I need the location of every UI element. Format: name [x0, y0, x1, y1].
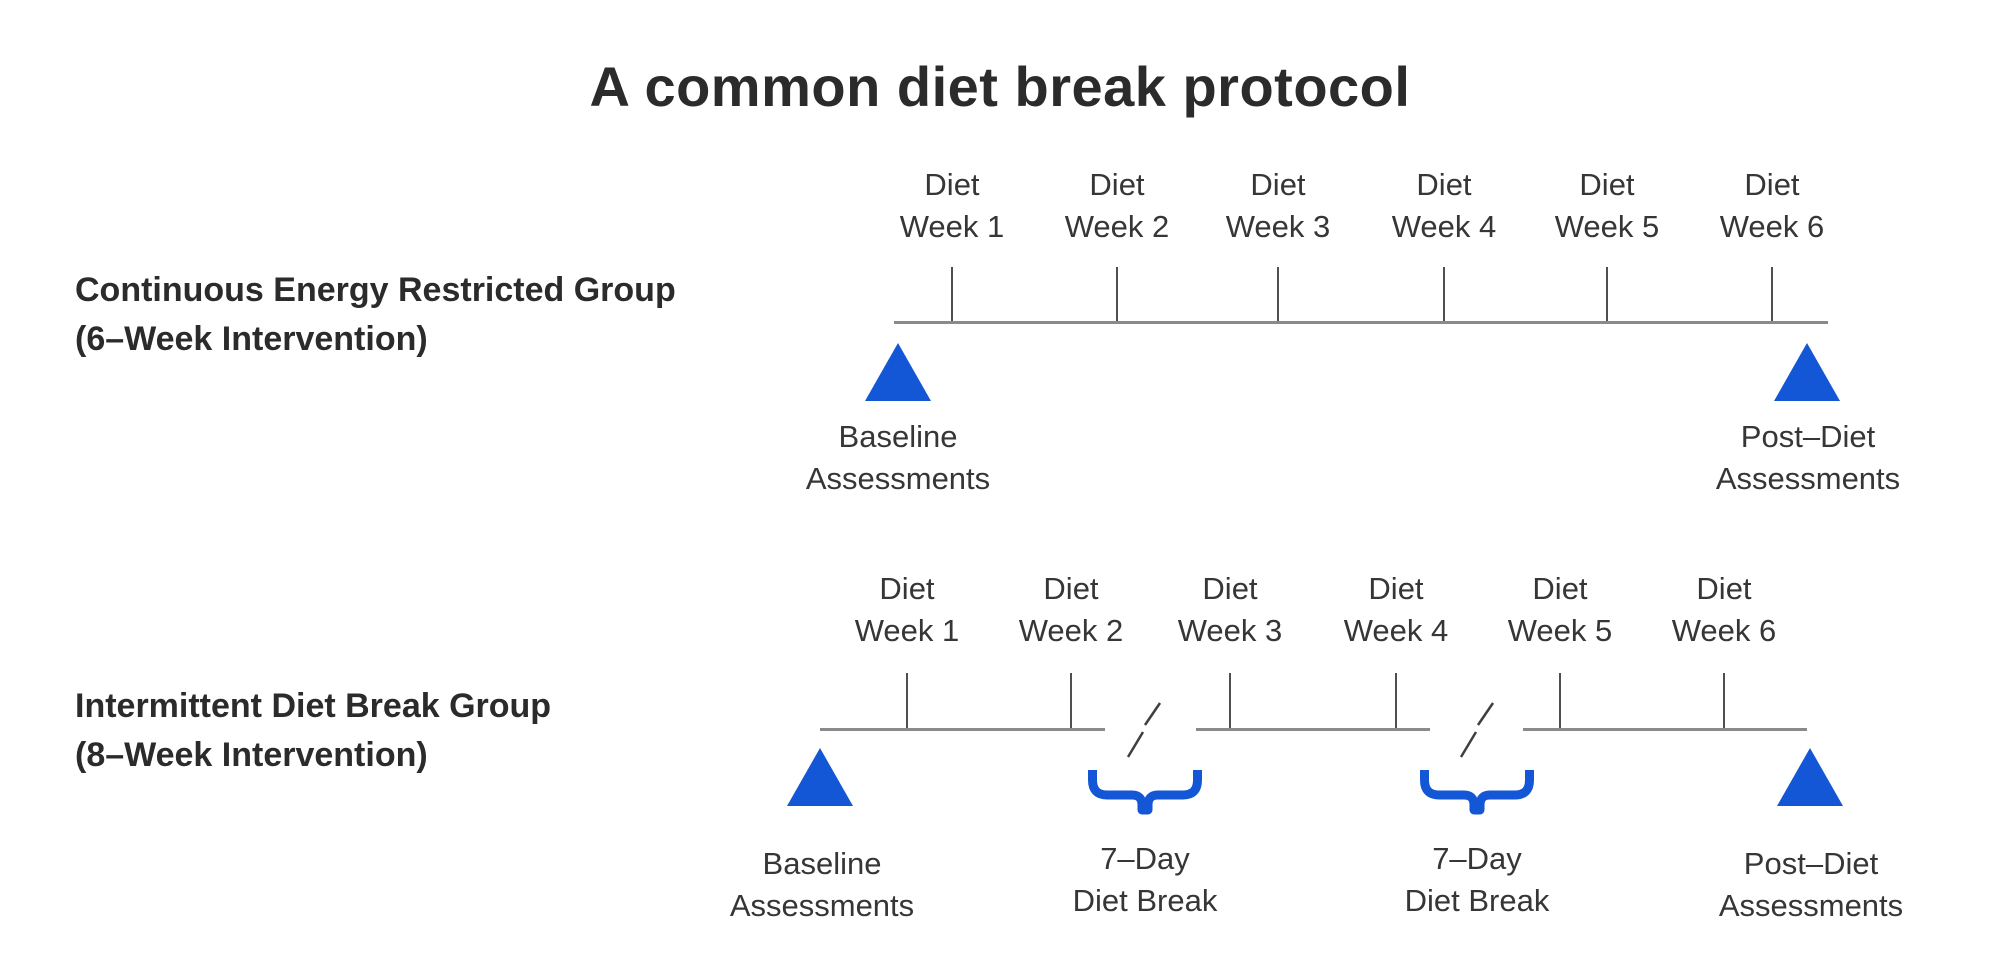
week-label-1: Diet Week 1: [899, 167, 1005, 244]
timeline-segment-2: [1196, 728, 1430, 731]
baseline-triangle-icon: [787, 748, 853, 806]
post-diet-triangle-icon: [1777, 748, 1843, 806]
timeline-tick: [1771, 267, 1773, 323]
diet-break-brace-icon: [1420, 770, 1534, 816]
timeline-tick: [951, 267, 953, 323]
week-label-5: Diet Week 5: [1507, 571, 1613, 648]
week-label-2: Diet Week 2: [1018, 571, 1124, 648]
timeline-segment-1: [820, 728, 1105, 731]
intermittent-group-label: Intermittent Diet Break Group (8–Week In…: [75, 687, 552, 774]
week-label-4: Diet Week 4: [1391, 167, 1497, 244]
week-label-6: Diet Week 6: [1719, 167, 1825, 244]
timeline-break-icon: [1118, 697, 1168, 759]
post-diet-triangle-icon: [1774, 343, 1840, 401]
timeline-tick: [1606, 267, 1608, 323]
post-diet-assessments-label: Post–Diet Assessments: [1718, 846, 1904, 923]
week-label-1: Diet Week 1: [854, 571, 960, 648]
baseline-assessments-label: Baseline Assessments: [805, 419, 991, 496]
timeline-tick: [906, 673, 908, 730]
diet-break-label-1: 7–Day Diet Break: [1072, 841, 1218, 918]
timeline-tick: [1277, 267, 1279, 323]
timeline-tick: [1229, 673, 1231, 730]
week-label-3: Diet Week 3: [1225, 167, 1331, 244]
timeline-tick: [1070, 673, 1072, 730]
timeline-tick: [1559, 673, 1561, 730]
diagram-title: A common diet break protocol: [589, 55, 1411, 118]
baseline-triangle-icon: [865, 343, 931, 401]
timeline-tick: [1116, 267, 1118, 323]
baseline-assessments-label: Baseline Assessments: [729, 846, 915, 923]
continuous-group-label: Continuous Energy Restricted Group (6–We…: [75, 271, 676, 358]
timeline-tick: [1723, 673, 1725, 730]
timeline-tick: [1395, 673, 1397, 730]
timeline-tick: [1443, 267, 1445, 323]
week-label-2: Diet Week 2: [1064, 167, 1170, 244]
diet-break-label-2: 7–Day Diet Break: [1404, 841, 1550, 918]
week-label-6: Diet Week 6: [1671, 571, 1777, 648]
timeline-segment-3: [1523, 728, 1807, 731]
week-label-5: Diet Week 5: [1554, 167, 1660, 244]
timeline-break-icon: [1451, 697, 1501, 759]
diet-break-brace-icon: [1088, 770, 1202, 816]
week-label-4: Diet Week 4: [1343, 571, 1449, 648]
week-label-3: Diet Week 3: [1177, 571, 1283, 648]
timeline-line: [894, 321, 1828, 324]
post-diet-assessments-label: Post–Diet Assessments: [1715, 419, 1901, 496]
